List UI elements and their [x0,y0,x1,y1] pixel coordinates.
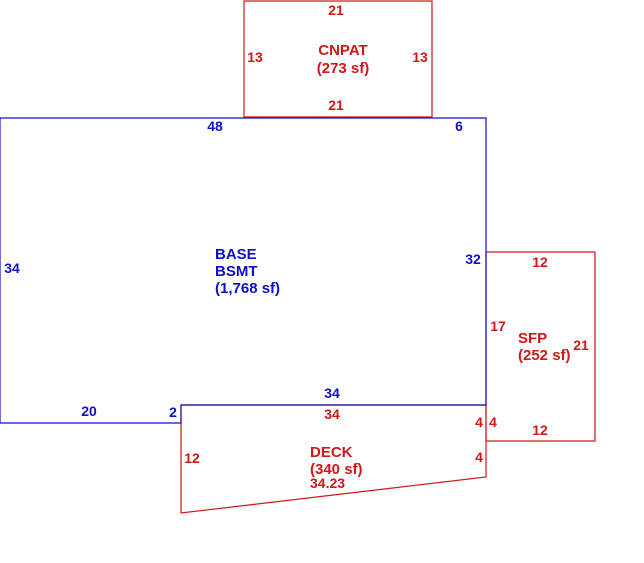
deck-bottom-dim: 34.23 [310,475,345,491]
sfp-left-lower-dim: 4 [489,414,497,430]
cnpat-top-dim: 21 [328,2,344,18]
cnpat-area: (273 sf) [317,60,370,77]
cnpat-right-dim: 13 [412,49,428,65]
deck-right-lower-dim: 4 [475,449,483,465]
sfp-bottom-dim: 12 [532,422,548,438]
base-right-dim: 32 [465,251,481,267]
sfp-left-dim: 17 [490,318,506,334]
base-bottom-notch-dim: 34 [324,385,340,401]
cnpat-outline [243,0,433,118]
deck-name: DECK [310,444,353,461]
base-top-left-dim: 48 [207,118,223,134]
base-bottom-left-dim: 20 [81,403,97,419]
base-area: (1,768 sf) [215,280,280,297]
cnpat-name: CNPAT [318,42,367,59]
deck-left-dim: 12 [184,450,200,466]
cnpat-bottom-dim: 21 [328,97,344,113]
sfp-area: (252 sf) [518,347,571,364]
base-name-line1: BASE [215,246,257,263]
base-notch-step-dim: 2 [169,404,177,420]
deck-right-upper-dim: 4 [475,414,483,430]
base-top-right-dim: 6 [455,118,463,134]
base-bsmt-outline [0,117,487,424]
sfp-top-dim: 12 [532,254,548,270]
cnpat-left-dim: 13 [247,49,263,65]
sfp-name: SFP [518,330,547,347]
sfp-right-dim: 21 [573,337,589,353]
deck-top-dim: 34 [324,406,340,422]
base-name-line2: BSMT [215,263,258,280]
deck-area: (340 sf) [310,461,363,478]
base-left-dim: 34 [4,260,20,276]
